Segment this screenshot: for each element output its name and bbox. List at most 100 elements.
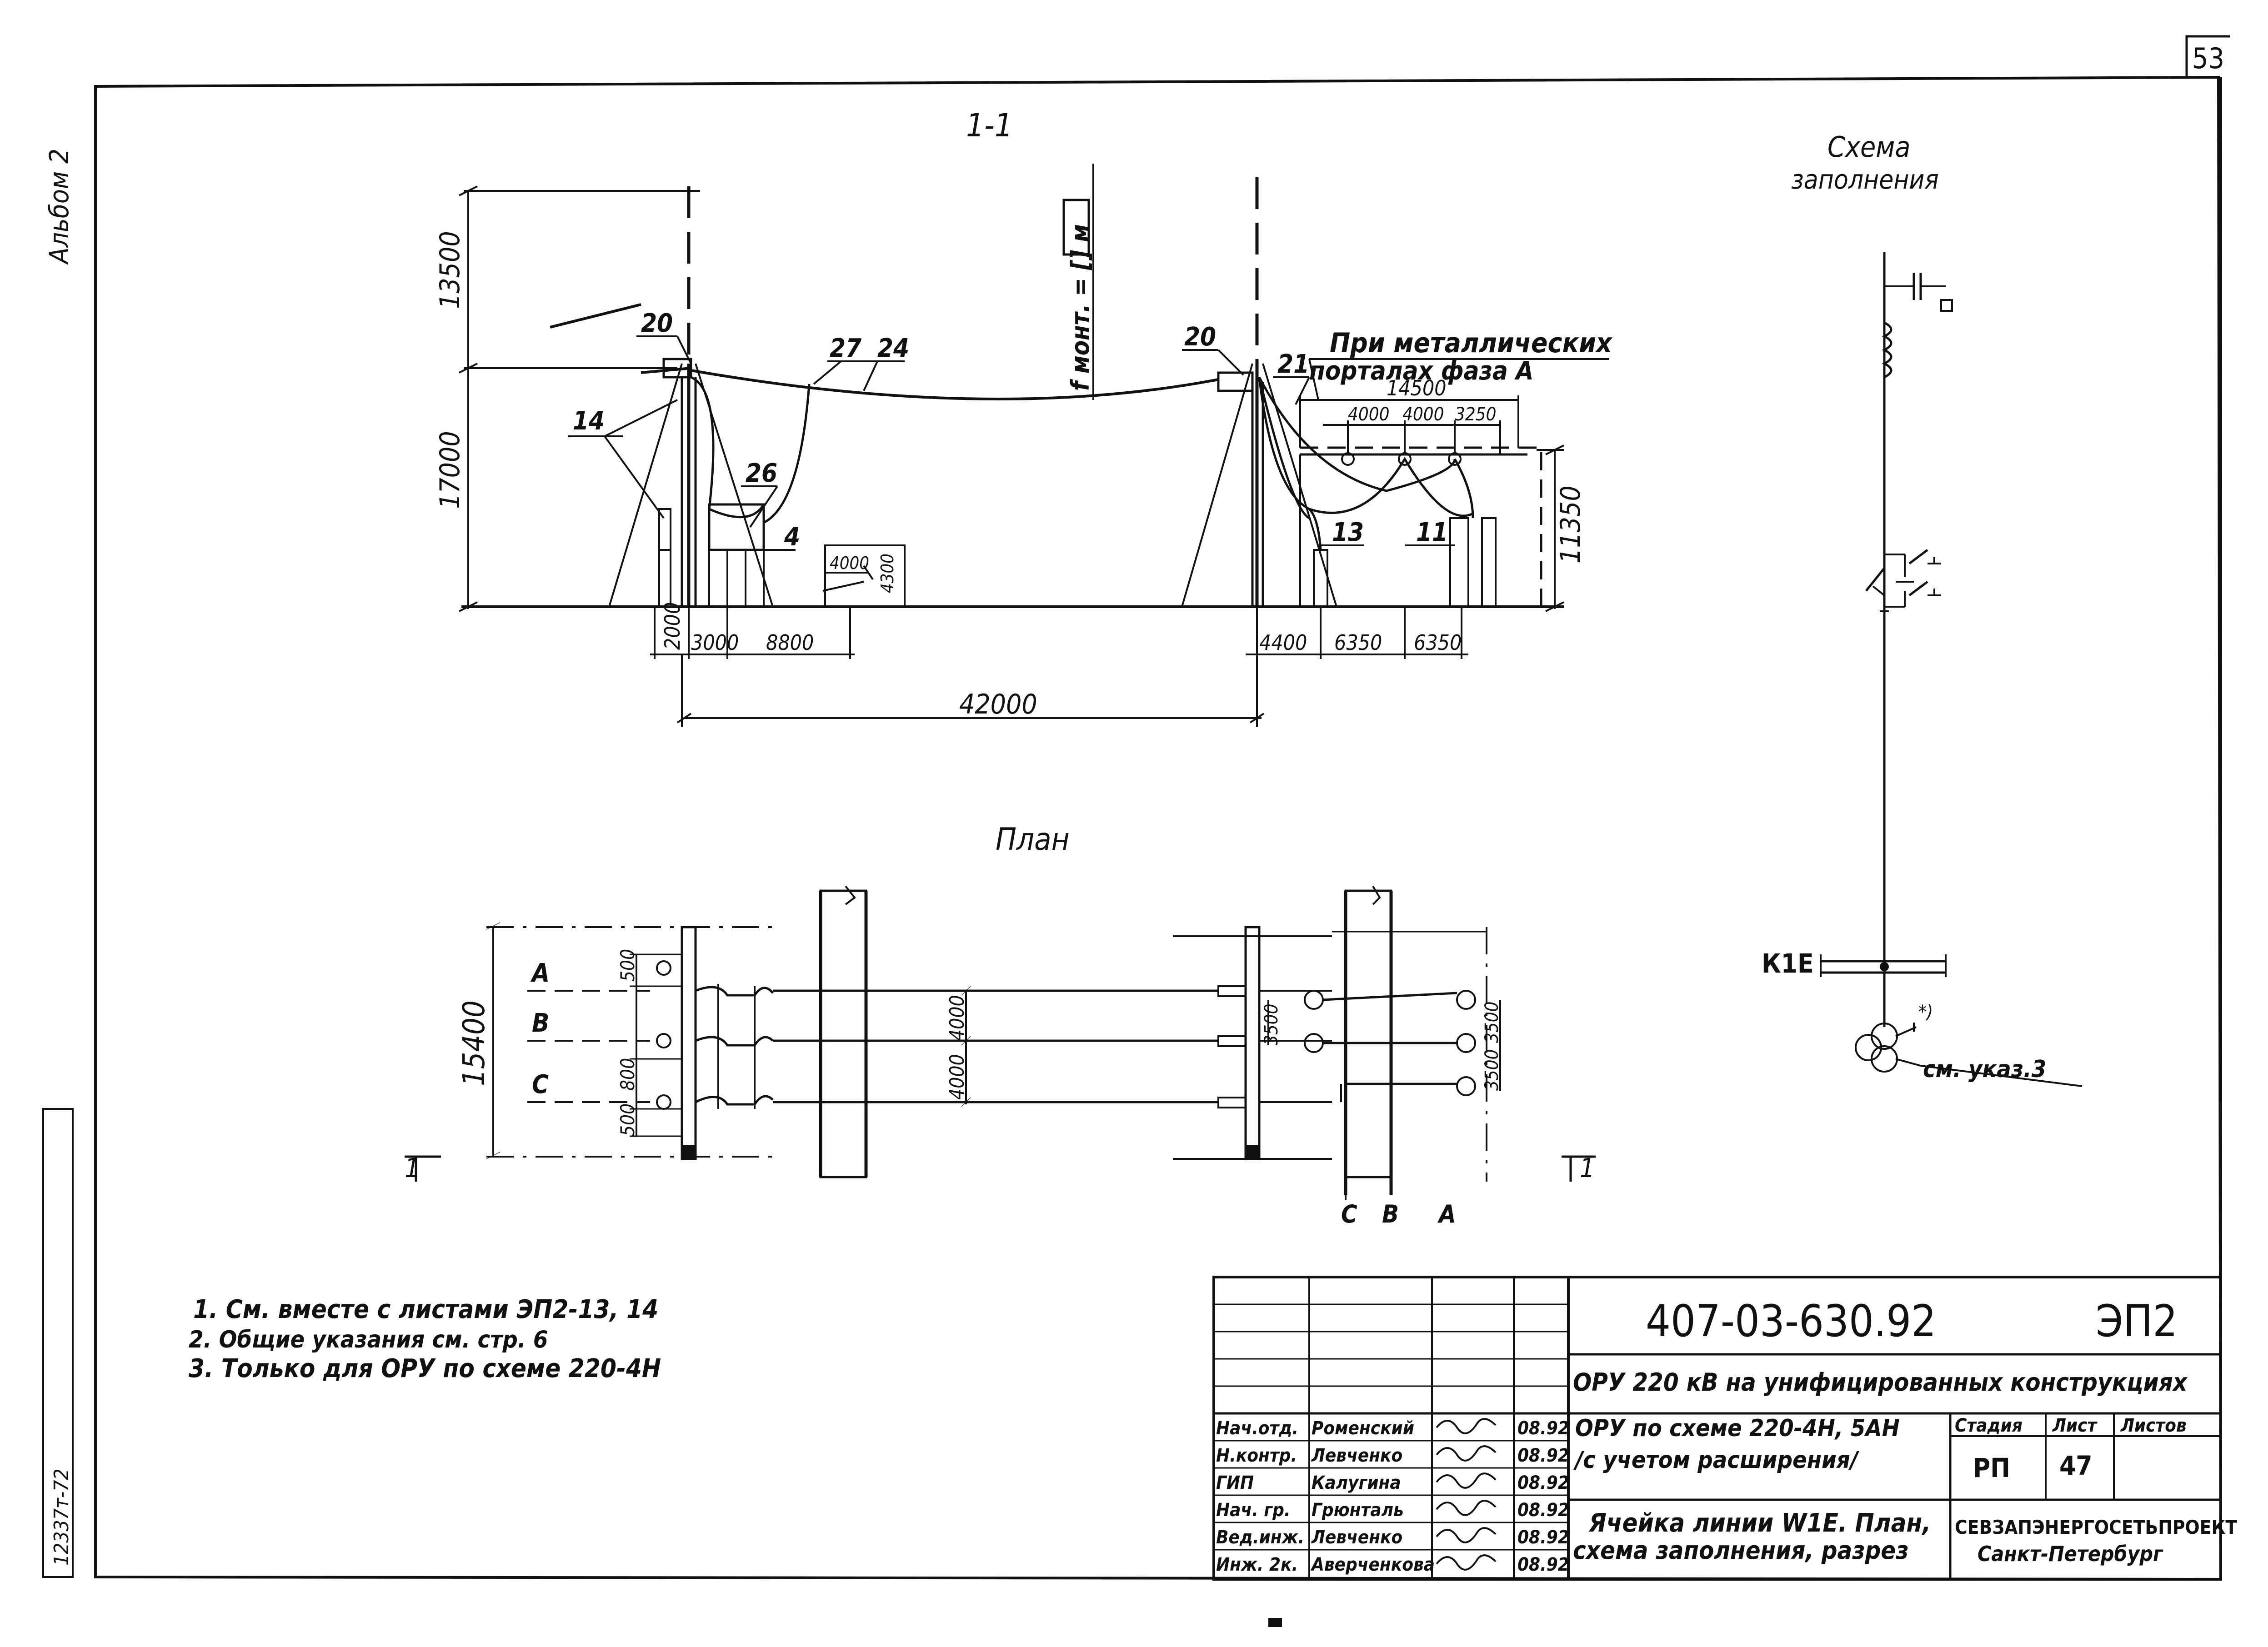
part-title-1: ОРУ по схеме 220-4Н, 5АН [1575, 1415, 1900, 1442]
signer-date: 08.92 [1517, 1554, 1569, 1575]
section-mark-left: 1 [405, 1153, 420, 1183]
drawing-title-2: схема заполнения, разрез [1573, 1536, 1908, 1565]
scheme-note-ref: см. указ.3 [1923, 1056, 2046, 1083]
signer-name: Левченко [1311, 1527, 1402, 1548]
signer-date: 08.92 [1517, 1472, 1569, 1493]
metallic-portal-note-1: При металлических [1330, 327, 1613, 359]
sheets-header: Листов [2120, 1415, 2187, 1436]
plan-lines [405, 885, 1596, 1200]
ref-13: 13 [1332, 518, 1364, 547]
phase-A-left: А [530, 958, 550, 988]
notes: 1. См. вместе с листами ЭП2-13, 14 2. Об… [189, 1295, 661, 1383]
dim-17000: 17000 [434, 431, 466, 509]
signer-name: Аверченкова [1310, 1554, 1435, 1575]
ref-20-right: 20 [1184, 322, 1216, 352]
signer-role: Нач.отд. [1216, 1418, 1298, 1439]
plan-title: План [996, 822, 1070, 858]
ref-27: 27 [830, 334, 861, 363]
dim-4000-b: 4000 [1402, 404, 1444, 425]
ref-21: 21 [1277, 349, 1309, 379]
phase-B-left: В [532, 1008, 549, 1038]
signer-name: Роменский [1312, 1418, 1414, 1439]
dim-3250: 3250 [1455, 404, 1497, 425]
dim-3500-bus-b: 3500 [1482, 1049, 1502, 1091]
signature-mark [1436, 1445, 1497, 1462]
note-3: 3. Только для ОРУ по схеме 220-4Н [189, 1354, 661, 1383]
signature-mark [1436, 1527, 1497, 1543]
signature-mark [1436, 1472, 1497, 1489]
bus-phase-B: В [1382, 1200, 1399, 1228]
right-portal [1181, 177, 1542, 608]
signer-date: 08.92 [1517, 1418, 1569, 1439]
dim-42000: 42000 [959, 689, 1037, 720]
dim-15400: 15400 [456, 1000, 491, 1086]
dim-13500: 13500 [434, 231, 466, 309]
section-1-1: 1-1 13500 17000 [434, 107, 1613, 727]
plan-view: План [405, 822, 1596, 1228]
project-title: ОРУ 220 кВ на унифицированных конструкци… [1573, 1368, 2188, 1397]
dim-3500-portal: 3500 [1261, 1003, 1282, 1045]
sheet-value: 47 [2059, 1450, 2093, 1481]
scheme-title-2: заполнения [1791, 164, 1939, 195]
drawing-title-1: Ячейка линии W1E. План, [1588, 1508, 1931, 1538]
dim-8800: 8800 [766, 630, 814, 655]
ref-4: 4 [784, 522, 800, 552]
section-title: 1-1 [966, 107, 1013, 144]
bus-phase-A: А [1437, 1200, 1456, 1228]
height-dimensions-right [1537, 444, 1564, 612]
bus-node [1880, 962, 1889, 971]
page-number: 53 [2192, 42, 2224, 75]
doc-code: 407-03-630.92 [1646, 1296, 1936, 1347]
dim-6350-a: 6350 [1334, 630, 1382, 655]
sag-indicator [1062, 164, 1094, 400]
signer-role: Инж. 2к. [1216, 1554, 1298, 1575]
signature-mark [1436, 1418, 1497, 1434]
dim-14500: 14500 [1387, 376, 1447, 400]
stage-header: Стадия [1955, 1415, 2023, 1436]
signer-role: Вед.инж. [1216, 1527, 1304, 1548]
ref-26: 26 [746, 459, 777, 488]
ref-11: 11 [1416, 518, 1448, 547]
stage-value: РП [1973, 1452, 2010, 1483]
dim-3000: 3000 [691, 630, 739, 655]
dim-4300-detail: 4300 [877, 554, 897, 593]
signer-name: Калугина [1312, 1472, 1401, 1493]
scan-mark [1268, 1618, 1282, 1627]
bus-phase-C: С [1341, 1200, 1357, 1228]
dim-11350: 11350 [1555, 485, 1587, 564]
ref-24: 24 [877, 334, 909, 363]
signer-role: Н.контр. [1216, 1445, 1297, 1466]
note-1: 1. См. вместе с листами ЭП2-13, 14 [193, 1295, 658, 1324]
dim-2000: 2000 [660, 602, 685, 650]
fill-scheme: Схема заполнения [1762, 130, 2083, 1087]
dim-4000-detail: 4000 [830, 553, 869, 573]
callouts-left [568, 335, 905, 551]
dim-6350-b: 6350 [1414, 630, 1462, 655]
phase-C-left: С [532, 1070, 549, 1099]
ref-20-left: 20 [641, 309, 673, 338]
album-label: Альбом 2 [44, 149, 75, 265]
height-dimensions-left [459, 185, 700, 612]
signature-mark [1436, 1500, 1497, 1516]
main-span-conductor [691, 369, 1219, 524]
dim-4000-a: 4000 [1348, 404, 1390, 425]
scheme-title-1: Схема [1827, 130, 1911, 164]
signer-role: Нач. гр. [1216, 1500, 1291, 1521]
sheet-code: ЭП2 [2096, 1296, 2178, 1347]
signature-mark [1436, 1554, 1497, 1571]
metallic-portal-note-2: порталах фаза А [1309, 356, 1533, 386]
scheme-star: *) [1918, 1002, 1933, 1023]
dim-800: 800 [616, 1058, 639, 1091]
bottom-dims [650, 607, 1468, 727]
side-stamp: 12337т-72 [50, 1468, 73, 1566]
dim-500-bottom: 500 [616, 1103, 639, 1136]
org-name: СЕВЗАПЭНЕРГОСЕТЬПРОЕКТ [1955, 1516, 2237, 1538]
dim-3500-bus-a: 3500 [1482, 1001, 1502, 1043]
left-portal [550, 186, 774, 608]
signer-date: 08.92 [1517, 1527, 1569, 1548]
part-title-2: /с учетом расширения/ [1573, 1447, 1860, 1474]
title-block: 407-03-630.92 ЭП2 ОРУ 220 кВ на унифицир… [1212, 1276, 2237, 1581]
top-dims-right [1299, 395, 1519, 454]
